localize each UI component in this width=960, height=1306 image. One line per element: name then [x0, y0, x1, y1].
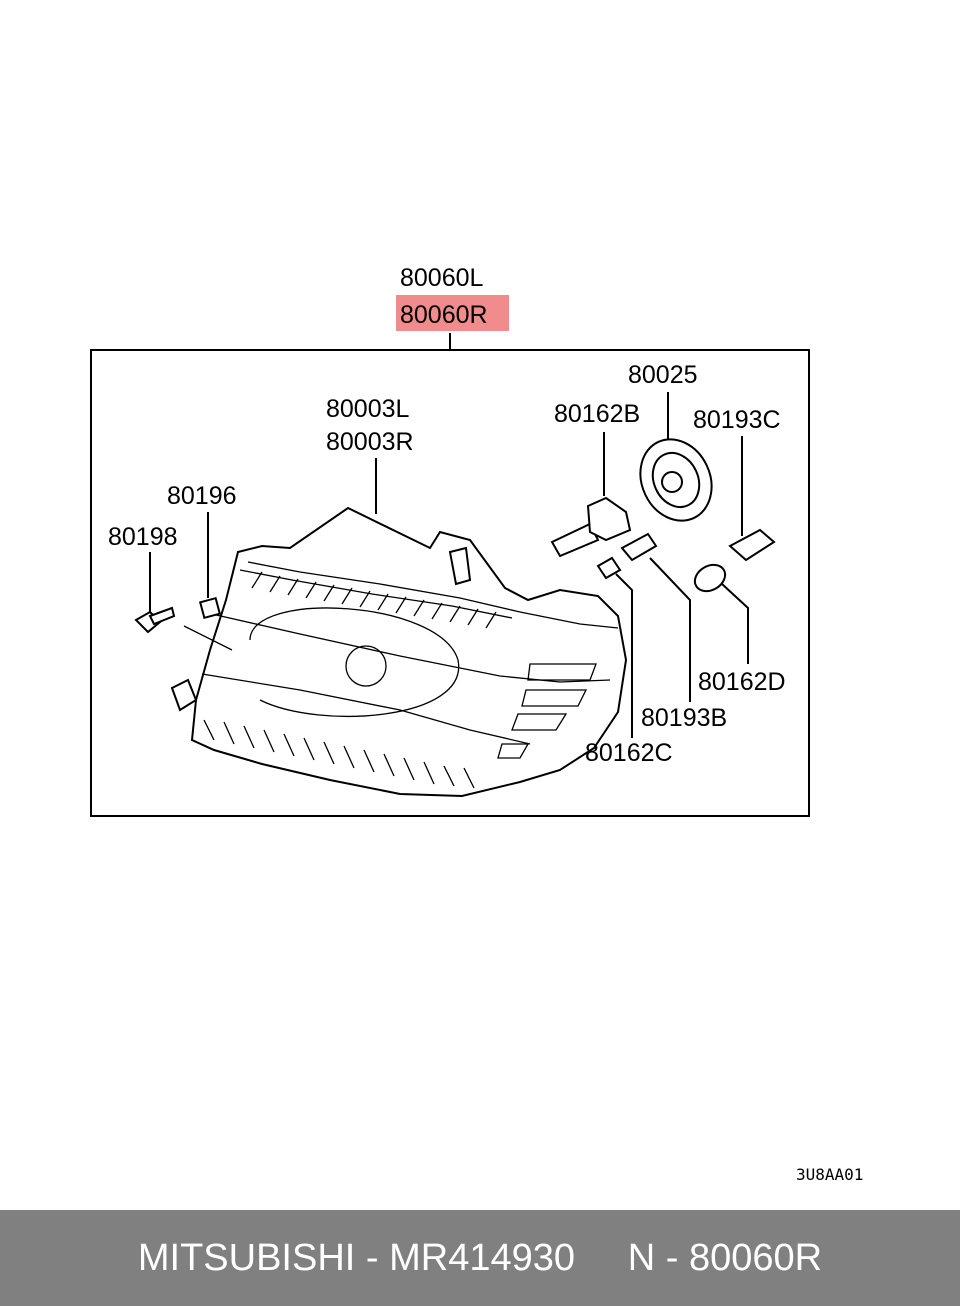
clip-icon	[198, 596, 222, 620]
wedge-bulb-icon	[596, 556, 622, 580]
headlamp-unit-icon	[170, 506, 628, 798]
part-label-80196[interactable]: 80196	[167, 482, 237, 510]
assembly-frame	[90, 349, 810, 817]
part-label-80025[interactable]: 80025	[628, 361, 698, 389]
highlight-box	[396, 295, 509, 331]
part-label-80162B[interactable]: 80162B	[554, 400, 640, 428]
part-label-80193C[interactable]: 80193C	[693, 406, 781, 434]
screw-icon	[134, 606, 176, 634]
footer-part-number: MITSUBISHI - MR414930 N - 80060R	[137, 1236, 823, 1279]
side-socket-icon	[728, 528, 776, 562]
footer-bar: MITSUBISHI - MR414930 N - 80060R	[0, 1210, 960, 1306]
part-label-80162C[interactable]: 80162C	[585, 739, 673, 767]
part-label-80003R[interactable]: 80003R	[326, 428, 414, 456]
drawing-code: 3U8AA01	[796, 1165, 863, 1184]
assembly-label-left[interactable]: 80060L	[400, 264, 484, 292]
assembly-label-right[interactable]: 80060R	[400, 301, 488, 329]
side-bulb-icon	[693, 563, 727, 593]
leader-lines	[149, 392, 749, 738]
part-label-80003L[interactable]: 80003L	[326, 395, 410, 423]
part-label-80193B[interactable]: 80193B	[641, 704, 727, 732]
part-label-80162D[interactable]: 80162D	[698, 668, 786, 696]
socket-cover-icon	[639, 438, 713, 522]
parts-diagram: 80060L 80060R	[90, 264, 863, 1184]
headlight-bulb-icon	[550, 496, 632, 558]
socket-icon	[620, 532, 658, 562]
part-label-80198[interactable]: 80198	[108, 523, 178, 551]
screw-axis-line	[183, 625, 233, 651]
